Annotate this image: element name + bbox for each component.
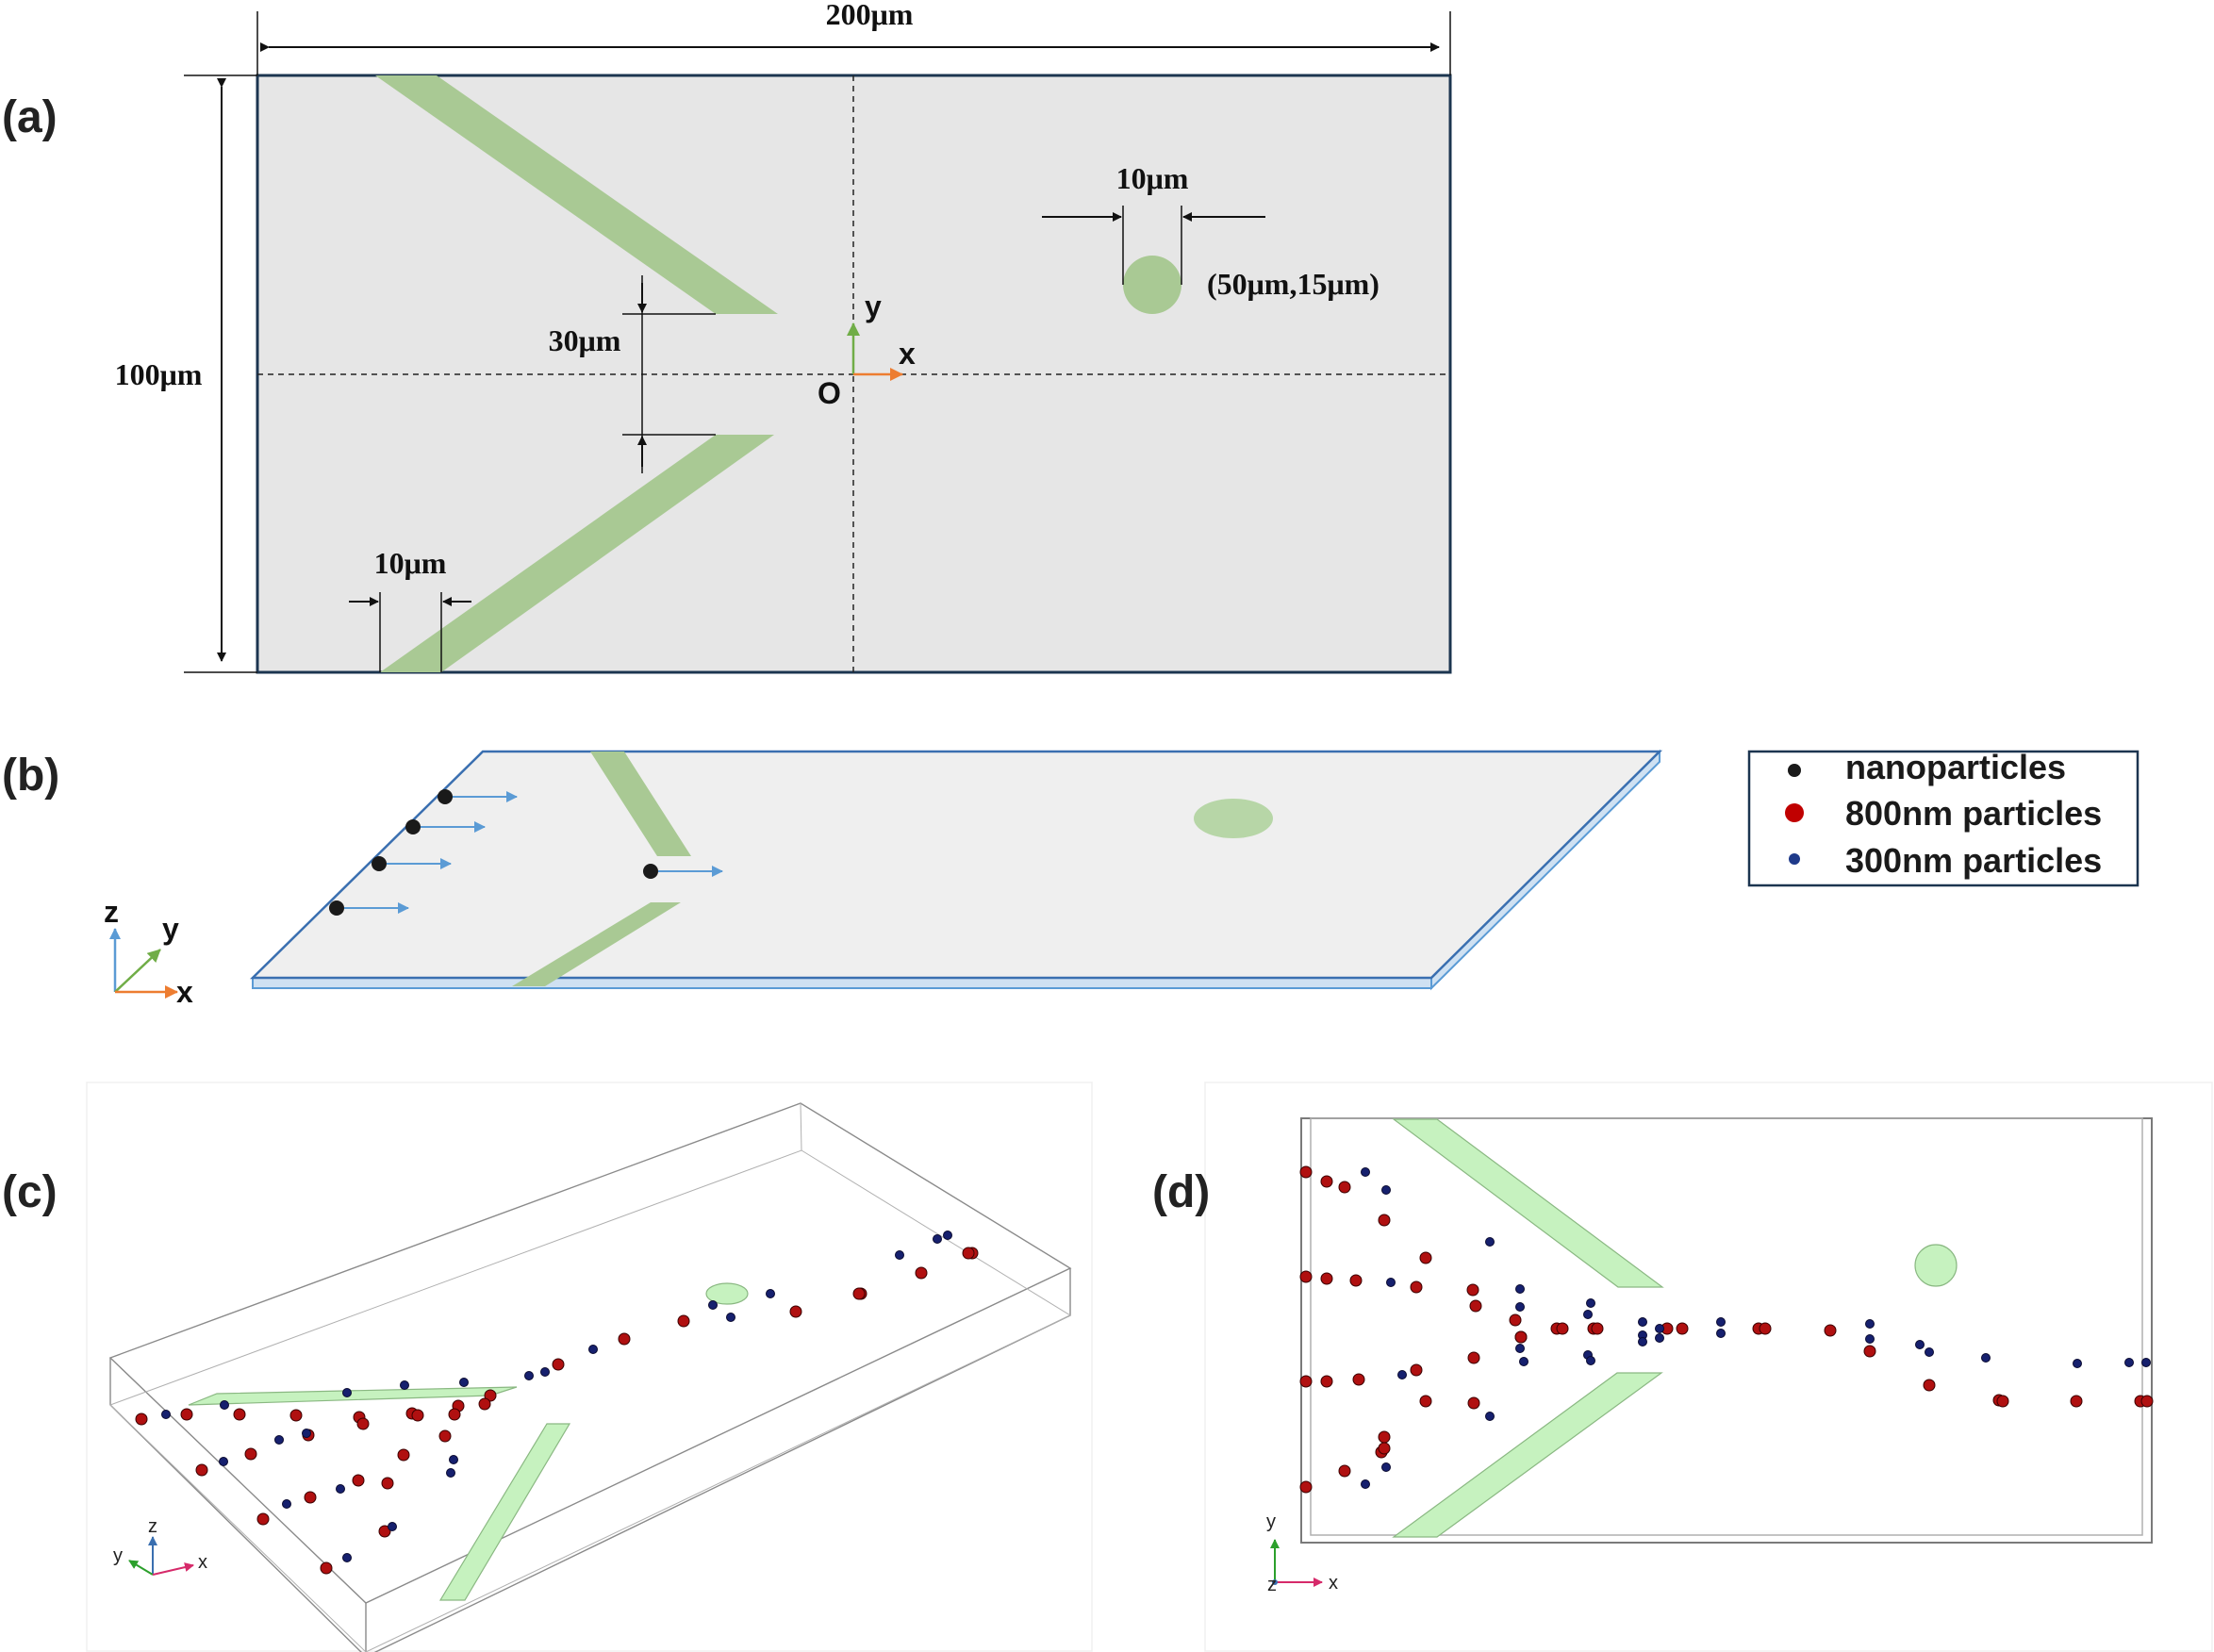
panel-c-label: (c) [2,1167,58,1217]
axis-triad-d: y z x [1266,1512,1338,1595]
d-red-particles [1299,1165,2154,1494]
axis-triad-c: y z x [113,1516,207,1576]
nanoparticle [372,856,387,871]
d-channel-outer [1300,1117,2153,1544]
c-triad-x-label: x [198,1552,207,1573]
bar-width-label: 10μm [374,546,447,580]
slab-lower-guide-bar [512,902,681,986]
legend-box [1747,750,2140,887]
height-dimension-label: 100μm [115,357,203,391]
lower-guide-bar [380,435,774,672]
nanoparticle [438,789,453,804]
slab-circular-obstacle [1194,799,1273,838]
d-triad-z-dot [1272,1579,1278,1585]
legend-label-300nm: 300nm particles [1845,841,2102,880]
slab-top-face [249,750,1663,980]
upper-guide-bar [375,75,778,314]
width-dimension-label: 200μm [826,0,914,31]
legend-label-800nm: 800nm particles [1845,794,2102,833]
panel-b-label: (b) [2,751,59,801]
d-triad-z-label: z [1267,1575,1277,1595]
d-circular-obstacle [1914,1244,1958,1287]
d-blue-particles [1361,1167,2151,1489]
triad-x-label: x [176,975,193,1009]
slab-front-edge [252,977,1432,989]
nanoparticle [405,819,421,834]
circular-obstacle [1123,256,1181,314]
circle-diameter-label: 10μm [1116,161,1189,195]
panel-d: (d) [1152,1082,2213,1652]
c-blue-particles [161,1231,952,1562]
nanoparticle [329,900,344,916]
triad-y-label: y [162,912,179,946]
slab-upper-guide-bar [590,752,691,856]
c-triad-z-label: z [148,1516,157,1537]
panel-c: (c) [2,1082,1093,1652]
panel-c-frame [86,1082,1093,1652]
axis-triad-b: z y x [104,895,193,1009]
d-upper-guide-bar [1392,1118,1664,1288]
legend-marker-nanoparticles [1788,764,1801,777]
triad-z-label: z [104,895,119,929]
particle-legend: nanoparticles 800nm particles 300nm part… [1747,748,2140,887]
nanoparticle [643,864,658,879]
origin-label: O [818,376,841,410]
c-triad-x-arrow [152,1562,194,1576]
d-triad-x-label: x [1329,1573,1338,1594]
c-upper-guide-bar [188,1386,518,1406]
origin-y-label: y [865,289,882,323]
d-triad-y-label: y [1266,1512,1276,1532]
gap-dimension-label: 30μm [549,323,621,357]
d-lower-guide-bar [1392,1372,1663,1538]
panel-d-label: (d) [1152,1167,1210,1217]
c-circular-obstacle [705,1282,749,1305]
injected-particles [329,789,723,916]
legend-marker-300nm [1789,853,1800,865]
channel-wireframe-3d [108,1102,1072,1652]
origin-x-label: x [899,337,916,371]
c-red-particles [135,1247,979,1575]
panel-a: (a) 200μm 100μm 30μm 10μm ( [2,0,1452,674]
triad-y-arrow [114,949,161,993]
d-channel-inner [1310,1117,2143,1536]
legend-label-nanoparticles: nanoparticles [1845,748,2066,786]
c-triad-y-arrow [128,1560,154,1576]
c-lower-guide-bar [438,1423,571,1601]
panel-a-label: (a) [2,92,58,142]
circle-position-label: (50μm,15μm) [1207,267,1380,301]
legend-marker-800nm [1785,803,1804,822]
panel-b: (b) z y x [2,748,2140,1009]
c-triad-y-label: y [113,1545,123,1566]
